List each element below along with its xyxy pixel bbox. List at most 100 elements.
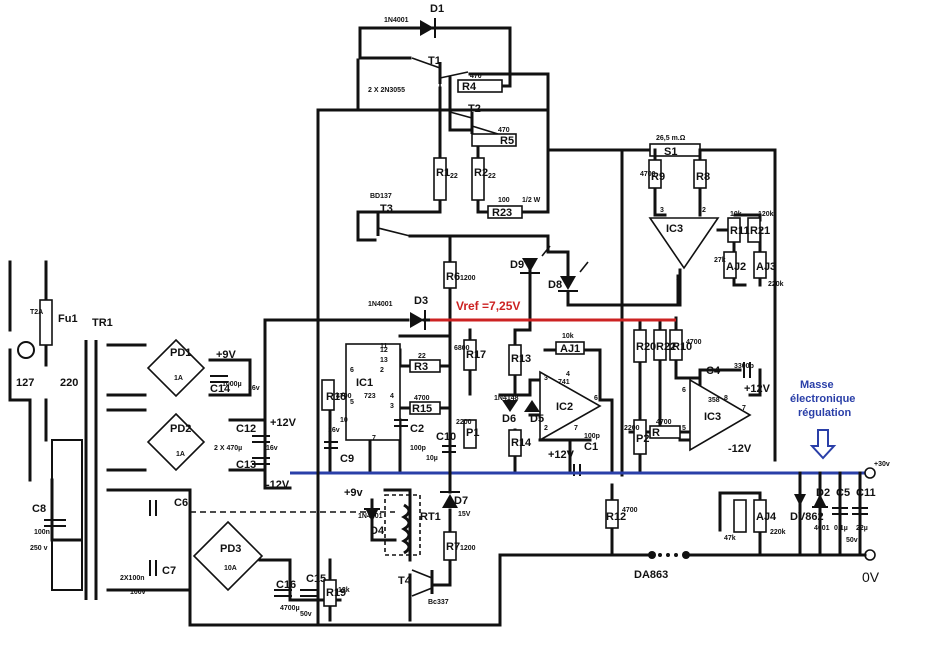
label-plus9-low: +9v <box>344 487 364 499</box>
label-c13: C13 <box>236 459 256 471</box>
ic3-top-opamp <box>648 217 720 270</box>
label-r13: R13 <box>511 353 531 365</box>
label-d3: D3 <box>414 295 428 307</box>
label-aj1: AJ1 <box>560 343 580 355</box>
wires-bottom <box>188 471 867 627</box>
label-r5: R5 <box>500 135 514 147</box>
bridge-pd1 <box>146 338 206 398</box>
label-c12: C12 <box>236 423 256 435</box>
label-c7: C7 <box>162 565 176 577</box>
label-r3: R3 <box>414 361 428 373</box>
label-r7-val: 1200 <box>460 545 476 552</box>
ic1-pin: 7 <box>372 435 376 442</box>
ic3-pin: 1 <box>676 275 680 282</box>
diode-d6 <box>502 400 518 412</box>
label-c9-val: 16v <box>328 427 340 434</box>
label-t4-type: Bc337 <box>428 599 449 606</box>
label-r17-val: 6800 <box>454 345 470 352</box>
label-aj3: AJ3 <box>756 261 776 273</box>
capacitor-c4 <box>743 362 751 378</box>
label-r17: R17 <box>466 349 486 361</box>
label-r22: R22 <box>656 341 676 353</box>
label-r7: R7 <box>446 541 460 553</box>
label-d1-type: 1N4001 <box>384 17 409 24</box>
resistor-r-lower <box>649 425 681 439</box>
label-c8-v: 250 v <box>30 545 48 552</box>
label-p2-val: 2200 <box>624 425 640 432</box>
resistor-r9 <box>648 159 662 189</box>
label-aj3-val: 220k <box>768 281 784 288</box>
capacitor-c13 <box>252 457 270 465</box>
capacitor-c10 <box>442 445 456 453</box>
label-ic1-type: 723 <box>364 393 376 400</box>
label-t3-type: BD137 <box>370 193 392 200</box>
label-r8: R8 <box>696 171 710 183</box>
label-c14-val: 1000µ <box>222 381 242 388</box>
label-pd1: PD1 <box>170 347 191 359</box>
ic1-pin: 4 <box>390 393 394 400</box>
label-r23-pow: 1/2 W <box>522 197 541 204</box>
da863-dots <box>648 551 690 559</box>
label-c5-val: 0,1µ <box>834 525 848 532</box>
label-vref: Vref =7,25V <box>456 299 520 313</box>
capacitor-c16 <box>274 589 292 597</box>
label-t1: T1 <box>428 55 441 67</box>
ic2-pin: 2 <box>544 425 548 432</box>
label-d4: D4 <box>370 525 385 537</box>
label-t3: T3 <box>380 203 393 215</box>
resistor-r5 <box>471 133 517 147</box>
label-r2: R2 <box>474 167 488 179</box>
label-r19: R19 <box>326 587 346 599</box>
label-c10-val: 10µ <box>426 455 438 462</box>
ic2-opamp <box>539 370 602 442</box>
label-c12-v: 16v <box>266 445 278 452</box>
label-fu1: Fu1 <box>58 313 78 325</box>
ic2-pin: 4 <box>566 371 570 378</box>
ic2-pin: 7 <box>574 425 578 432</box>
transistor-t1 <box>411 57 469 92</box>
label-shunt-val: 26,5 m.Ω <box>656 135 686 142</box>
resistor-r14 <box>508 429 522 457</box>
trimmer-aj4-a <box>733 499 747 533</box>
ic1-pin: 11 <box>380 343 388 350</box>
label-c67-v: 100v <box>130 589 146 596</box>
relay-rt1 <box>384 494 421 556</box>
fuse-fu1 <box>39 299 53 346</box>
label-pd3-a: 10A <box>224 565 237 572</box>
label-ic2: IC2 <box>556 401 573 413</box>
label-c14-v: 16v <box>248 385 260 392</box>
resistor-r23 <box>487 205 523 219</box>
transistor-t4 <box>411 569 434 597</box>
label-fu-val: T2A <box>30 309 43 316</box>
label-masse-3: régulation <box>798 407 851 419</box>
label-r6: R6 <box>446 271 460 283</box>
label-r3-val: 22 <box>418 353 426 360</box>
diode-d4 <box>364 508 380 522</box>
label-r1-val: 22 <box>450 173 458 180</box>
label-c1: C1 <box>584 441 598 453</box>
trimmer-aj4 <box>753 499 767 533</box>
label-ic1: IC1 <box>356 377 373 389</box>
label-d2: D2 <box>816 487 830 499</box>
diode-d7 <box>440 491 460 508</box>
label-plus30: +30v <box>874 461 890 468</box>
label-r-lower: R <box>652 427 660 439</box>
label-c67-val: 2X100n <box>120 575 145 582</box>
label-r4-val: 470 <box>470 73 482 80</box>
label-c6: C6 <box>174 497 188 509</box>
label-masse-1: Masse <box>800 379 834 391</box>
label-aj4-r: 47k <box>724 535 736 542</box>
label-aj4: AJ4 <box>756 511 777 523</box>
label-r19-val: 12k <box>338 587 350 594</box>
label-p1: P1 <box>466 427 479 439</box>
label-r12-val: 4700 <box>622 507 638 514</box>
label-aj1-val: 10k <box>562 333 574 340</box>
label-r5-val: 470 <box>498 127 510 134</box>
label-aj4-val: 220k <box>770 529 786 536</box>
capacitor-c2 <box>394 419 408 427</box>
label-c4: C4 <box>706 365 721 377</box>
label-r-lower-val: 4700 <box>656 419 672 426</box>
label-d3-type: 1N4001 <box>368 301 393 308</box>
resistor-r20 <box>633 329 647 363</box>
label-d8: D8 <box>548 279 562 291</box>
